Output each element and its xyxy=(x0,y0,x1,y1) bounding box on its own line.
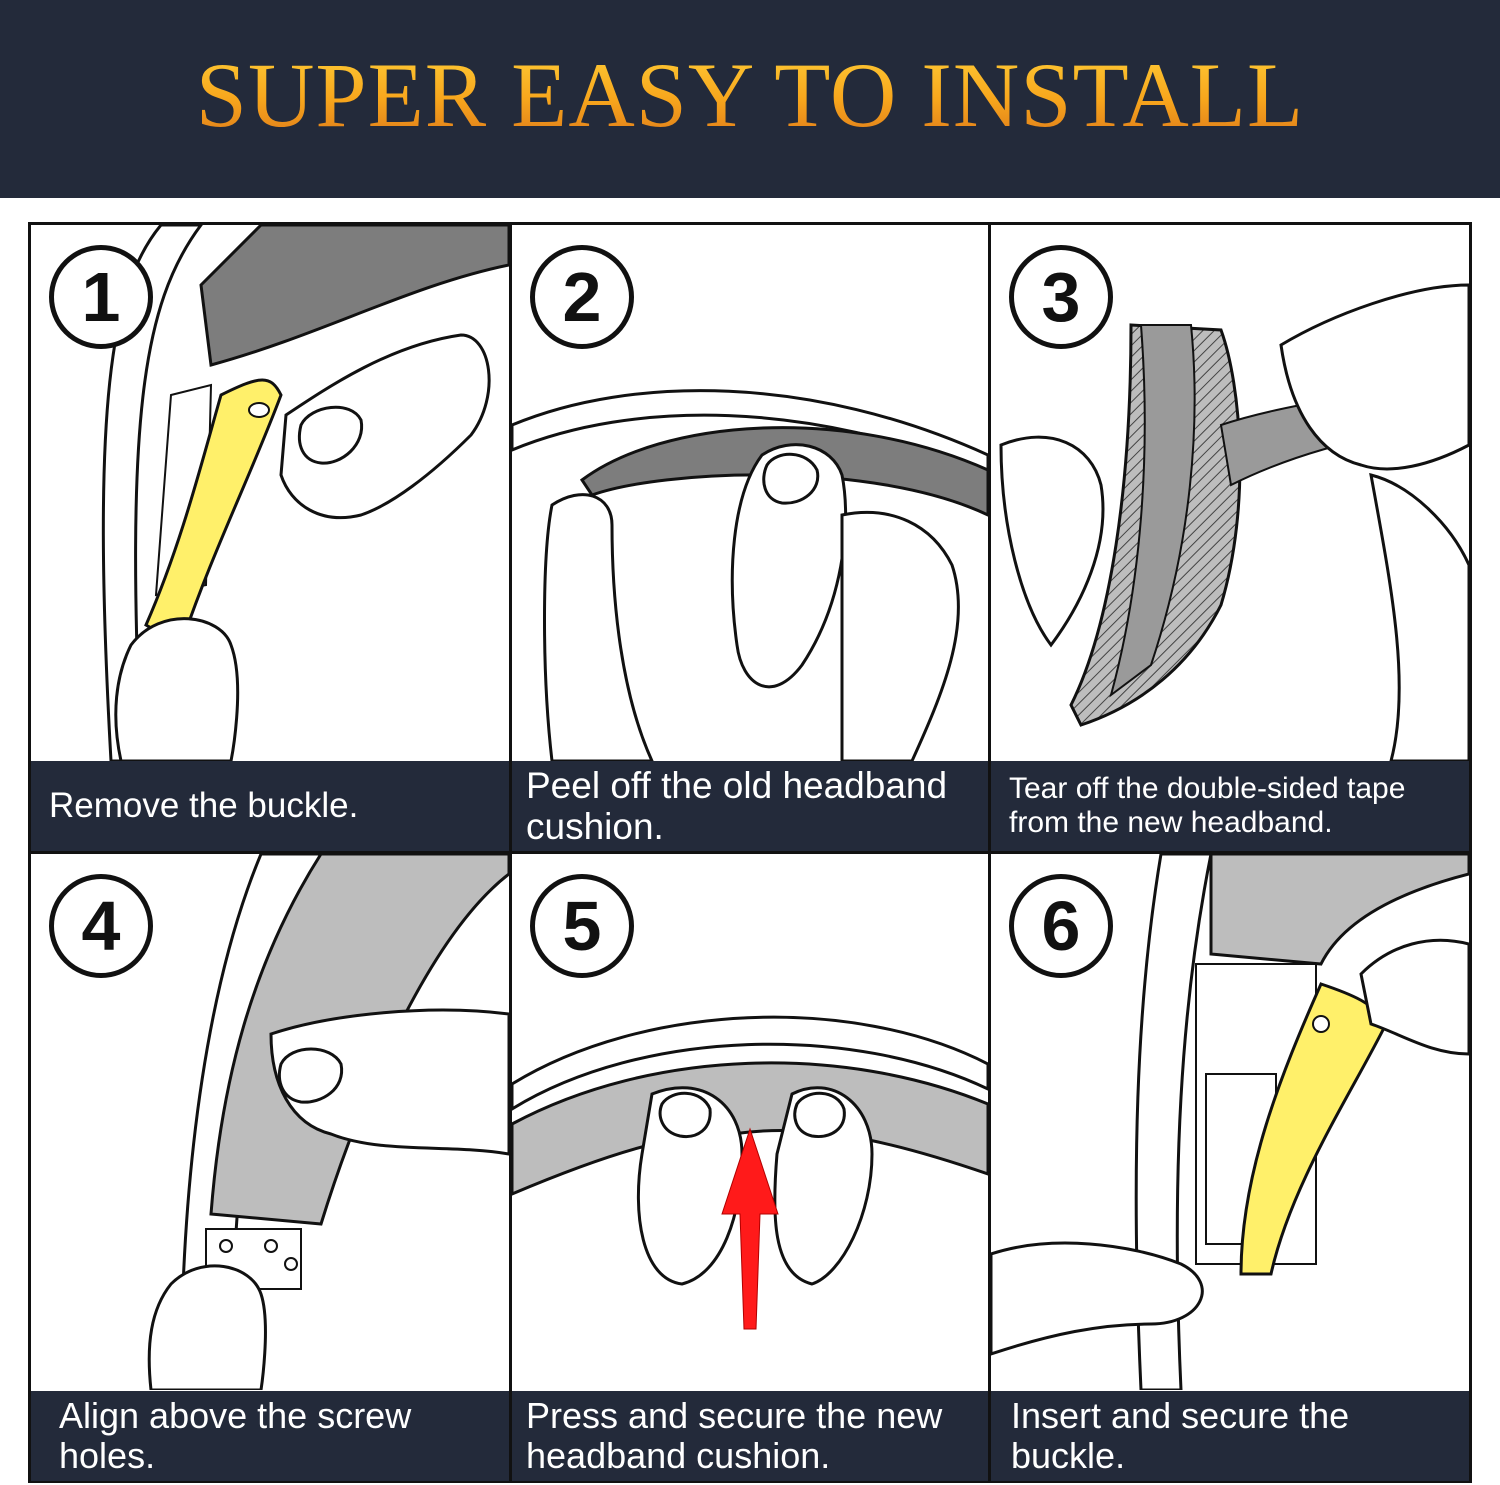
step-1-caption: Remove the buckle. xyxy=(31,761,509,851)
step-2-caption-text: Peel off the old headband cushion. xyxy=(526,764,948,847)
step-1-panel: 1 Remove the buckle. xyxy=(31,225,509,851)
step-4-caption: Align above the screw holes. xyxy=(31,1391,509,1481)
step-5-panel: 5 Press and secure the new headband cush… xyxy=(512,854,988,1481)
tear-tape-illustration xyxy=(999,283,1469,761)
step-2-panel: 2 Peel off the old headband cushion. xyxy=(512,225,988,851)
header-banner: SUPER EASY TO INSTALL xyxy=(0,0,1500,198)
step-number-1: 1 xyxy=(49,245,153,349)
step-number-2: 2 xyxy=(530,245,634,349)
step-number-3: 3 xyxy=(1009,245,1113,349)
step-3-panel: 3 Tear off the double-sided tape from th… xyxy=(991,225,1469,851)
step-3-caption: Tear off the double-sided tape from the … xyxy=(991,761,1469,851)
step-number-6: 6 xyxy=(1009,874,1113,978)
step-2-caption: Peel off the old headband cushion. xyxy=(512,761,988,851)
step-4-panel: 4 Align above the screw holes. xyxy=(31,854,509,1481)
press-cushion-illustration xyxy=(512,1015,988,1330)
step-6-caption: Insert and secure the buckle. xyxy=(991,1391,1469,1481)
step-5-caption: Press and secure the new headband cushio… xyxy=(512,1391,988,1481)
align-screw-holes-illustration xyxy=(147,854,509,1390)
step-number-5: 5 xyxy=(530,874,634,978)
peel-cushion-illustration xyxy=(512,389,988,761)
page-title: SUPER EASY TO INSTALL xyxy=(195,44,1305,146)
remove-buckle-illustration xyxy=(101,225,509,761)
step-5-caption-text: Press and secure the new headband cushio… xyxy=(526,1394,943,1476)
step-6-panel: 6 Insert and secure the buckle. xyxy=(991,854,1469,1481)
step-number-4: 4 xyxy=(49,874,153,978)
step-4-caption-text: Align above the screw holes. xyxy=(59,1394,412,1476)
step-6-caption-text: Insert and secure the buckle. xyxy=(1011,1394,1350,1476)
step-1-caption-text: Remove the buckle. xyxy=(49,786,359,826)
insert-buckle-illustration xyxy=(991,854,1469,1390)
step-3-caption-text: Tear off the double-sided tape from the … xyxy=(1009,772,1406,839)
steps-grid: 1 Remove the buckle. 2 Peel off the old … xyxy=(28,222,1472,1483)
